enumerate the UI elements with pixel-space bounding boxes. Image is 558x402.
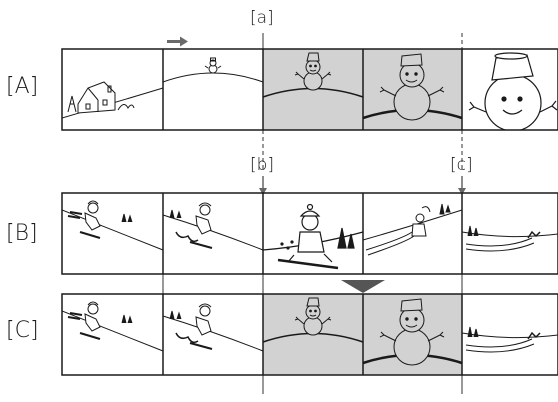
- row-a: [62, 49, 558, 131]
- skier-icon: [62, 201, 163, 250]
- row-label-b: [B]: [6, 221, 38, 246]
- down-arrow-icon: [341, 280, 385, 293]
- marker-label-b: [b]: [250, 155, 274, 175]
- skier-icon: [163, 203, 263, 250]
- row-c: [62, 294, 558, 375]
- skier-icon: [62, 302, 163, 351]
- tick-arrow-icon: [458, 176, 466, 195]
- row-label-a: [A]: [6, 74, 38, 99]
- snowman-face-icon: [469, 53, 557, 131]
- house-icon: [62, 82, 163, 118]
- ski-tracks-icon: [462, 226, 558, 251]
- snowman-far-icon: [163, 58, 263, 82]
- row-label-c: [C]: [6, 318, 39, 343]
- skier-far-icon: [363, 204, 462, 255]
- skier-close-icon: [263, 205, 363, 269]
- right-arrow-icon: [167, 37, 188, 47]
- skier-icon: [163, 304, 263, 351]
- marker-label-c: [c]: [450, 155, 473, 175]
- tick-arrow-icon: [259, 176, 267, 195]
- marker-label-a: [a]: [250, 8, 274, 28]
- ski-tracks-icon: [462, 327, 558, 352]
- row-b: [62, 193, 558, 274]
